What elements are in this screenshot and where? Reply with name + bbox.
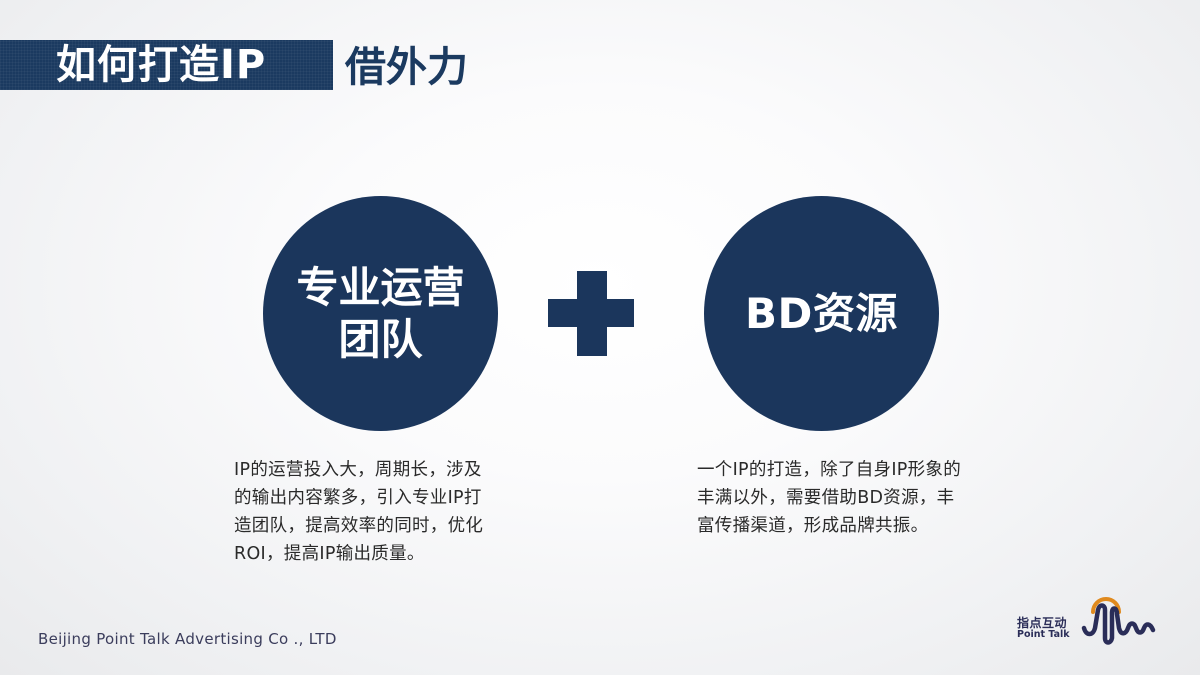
logo-english-text: Point Talk: [1017, 629, 1070, 640]
logo-wave-mark-icon: [1081, 597, 1156, 645]
title-bar-background: [0, 40, 333, 90]
description-line: 造团队，提高效率的同时，优化: [234, 516, 484, 536]
circle-label-line-2: 团队: [338, 314, 423, 364]
page-subtitle: 借外力: [345, 43, 468, 91]
description-line: 一个IP的打造，除了自身IP形象的: [697, 460, 962, 480]
point-talk-logo: 指点互动 Point Talk: [1015, 590, 1160, 650]
company-name: Beijing Point Talk Advertising Co ., LTD: [38, 630, 337, 648]
description-line: ROI，提高IP输出质量。: [234, 544, 425, 564]
circle-label-line-1: 专业运营: [296, 262, 465, 312]
description-line: 的输出内容繁多，引入专业IP打: [234, 488, 482, 508]
description-line: 丰满以外，需要借助BD资源，丰: [697, 488, 955, 508]
professional-team-label: 专业运营 团队: [281, 262, 481, 366]
page-title: 如何打造IP: [56, 42, 267, 88]
professional-team-description: IP的运营投入大，周期长，涉及 的输出内容繁多，引入专业IP打 造团队，提高效率…: [234, 456, 534, 568]
description-line: 富传播渠道，形成品牌共振。: [697, 516, 929, 536]
bd-resources-description: 一个IP的打造，除了自身IP形象的 丰满以外，需要借助BD资源，丰 富传播渠道，…: [697, 456, 1017, 540]
professional-team-circle: 专业运营 团队: [263, 196, 498, 431]
plus-icon-horizontal-bar: [548, 299, 634, 327]
bd-resources-label: BD资源: [745, 288, 898, 338]
bd-resources-circle: BD资源: [704, 196, 939, 431]
description-line: IP的运营投入大，周期长，涉及: [234, 460, 482, 480]
logo-chinese-text: 指点互动: [1017, 616, 1068, 630]
